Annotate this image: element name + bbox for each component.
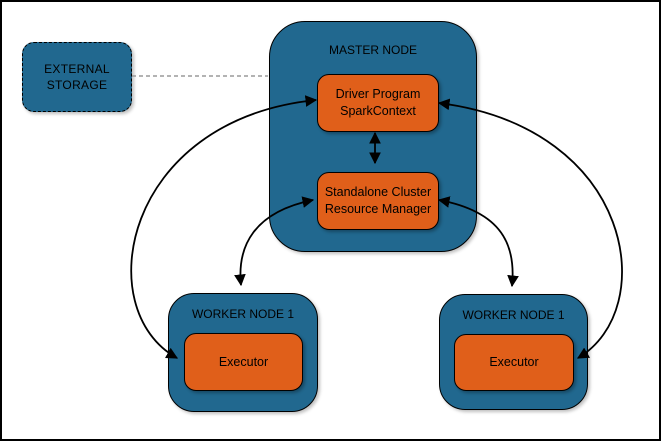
executor-left-box: Executor (184, 333, 303, 391)
driver-program-label-line1: Driver Program (335, 87, 421, 101)
resource-manager-box: Standalone Cluster Resource Manager (317, 172, 439, 230)
master-node-label: MASTER NODE (328, 43, 417, 57)
executor-right-label: Executor (489, 355, 539, 369)
worker-node-left: WORKER NODE 1 Executor (168, 293, 318, 412)
worker-node-left-label: WORKER NODE 1 (191, 307, 294, 321)
resource-manager-label-line1: Standalone Cluster (324, 185, 432, 199)
master-node: MASTER NODE Driver Program SparkContext … (269, 21, 477, 252)
worker-node-right-label: WORKER NODE 1 (462, 308, 565, 322)
executor-right-box: Executor (454, 334, 574, 391)
worker-node-right: WORKER NODE 1 Executor (439, 294, 588, 410)
executor-left-label: Executor (218, 354, 269, 369)
resource-manager-label-line2: Resource Manager (324, 202, 432, 216)
external-storage-node: EXTERNAL STORAGE (22, 42, 132, 112)
driver-program-box: Driver Program SparkContext (317, 74, 439, 132)
external-storage-label-line2: STORAGE (46, 78, 108, 92)
external-storage-label-line1: EXTERNAL (44, 62, 110, 76)
driver-program-label-line2: SparkContext (340, 104, 416, 118)
